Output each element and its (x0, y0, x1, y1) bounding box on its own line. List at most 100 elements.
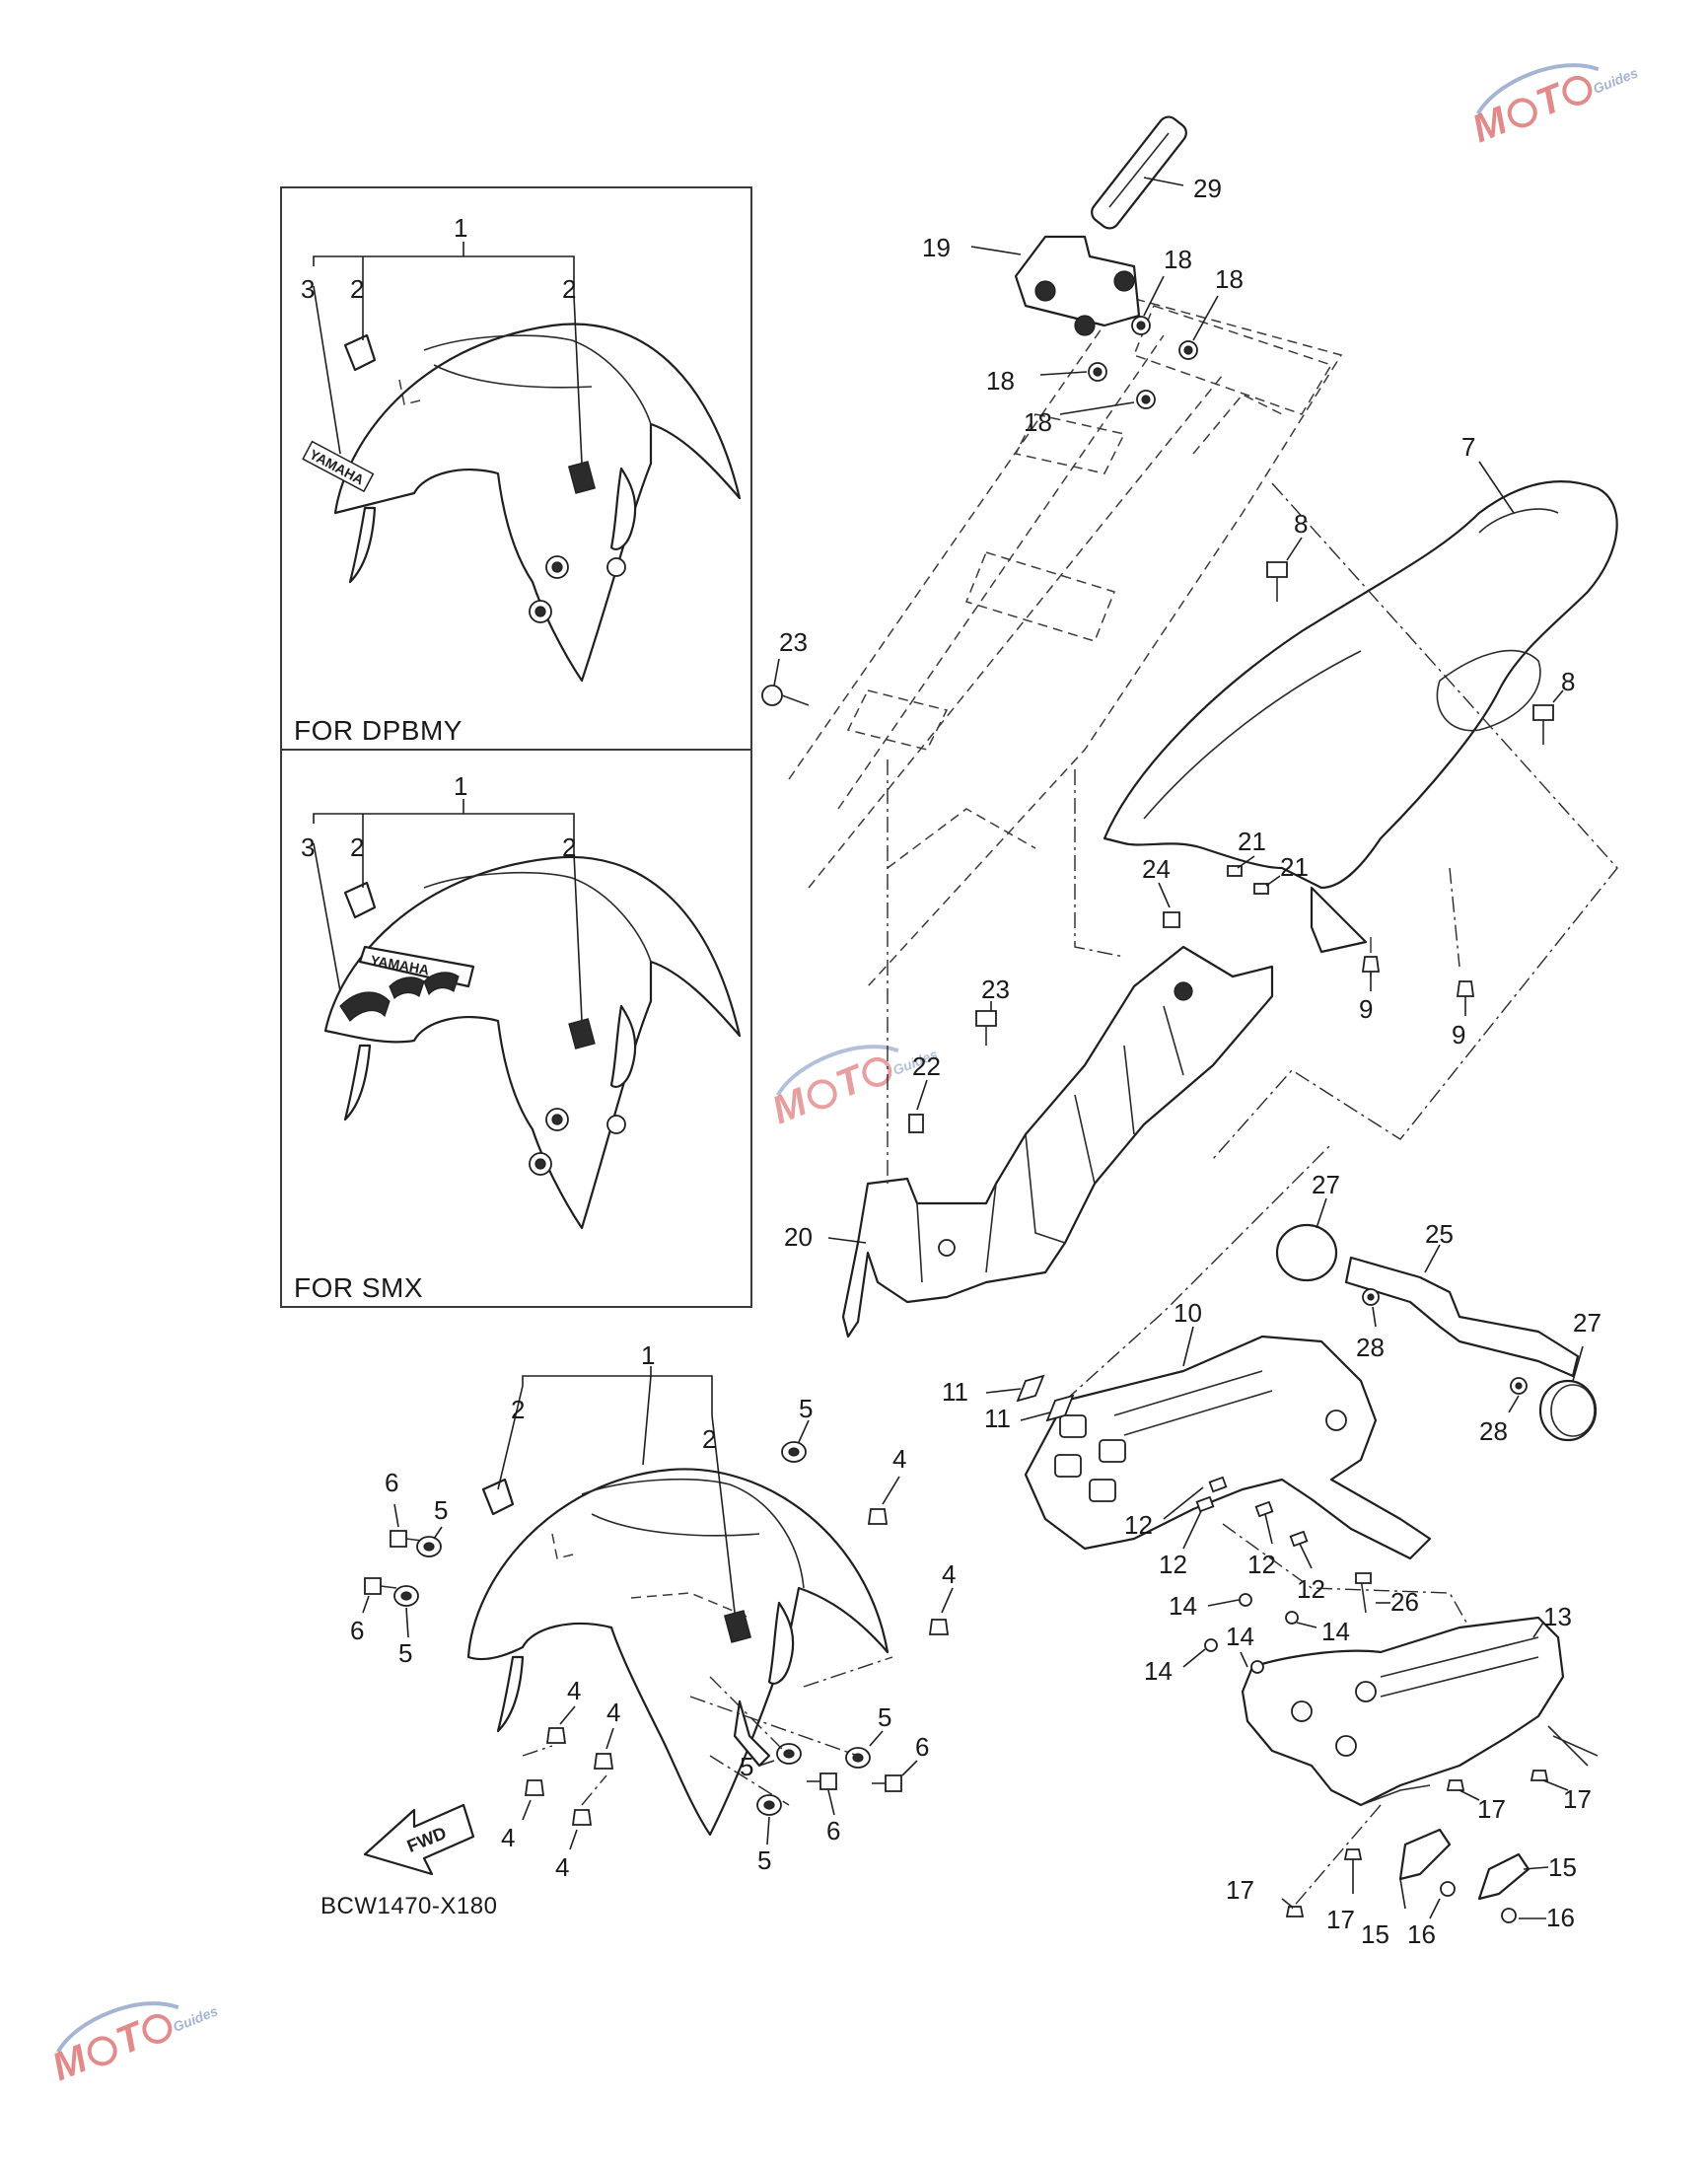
part-15-brackets: 15 15 (1361, 1828, 1577, 1949)
part-6-bolt: 6 (807, 1772, 840, 1845)
part-27-cap-left: 27 (1275, 1170, 1340, 1282)
callout-15: 15 (1361, 1919, 1389, 1949)
part-13-license-bracket: 13 (1241, 1602, 1599, 1807)
callout-20: 20 (784, 1222, 813, 1252)
callout-28: 28 (1479, 1416, 1508, 1446)
callout-7: 7 (1461, 432, 1475, 462)
callout-28: 28 (1356, 1333, 1385, 1362)
callout-12: 12 (1247, 1550, 1276, 1579)
callout-1: 1 (454, 213, 467, 243)
part-25-bracket: 25 (1344, 1219, 1580, 1378)
part-4-nut: 4 (593, 1698, 620, 1770)
callout-5: 5 (740, 1752, 753, 1781)
part-26-bolt: 26 (1355, 1572, 1419, 1617)
part-1-front-fender (466, 1468, 890, 1837)
callout-5: 5 (398, 1638, 412, 1668)
callout-29: 29 (1193, 174, 1222, 203)
callout-18: 18 (1164, 245, 1192, 274)
part-27-cap-right: 27 (1538, 1308, 1601, 1442)
part-28-collars: 28 28 (1356, 1288, 1528, 1446)
callout-14: 14 (1144, 1656, 1173, 1686)
inset-smx-fender: YAMAHA 1 3 2 2 FOR SMX (294, 771, 742, 1303)
reflector-decal (567, 461, 597, 494)
part-21-clips: 21 21 (1227, 827, 1309, 895)
callout-12: 12 (1124, 1510, 1153, 1540)
callout-18: 18 (1215, 264, 1244, 294)
callout-4: 4 (892, 1444, 906, 1474)
front-fender-callouts: 1 2 2 (497, 1340, 736, 1614)
callout-17: 17 (1477, 1794, 1506, 1824)
callout-24: 24 (1142, 854, 1171, 884)
part-8-bolt: 8 (1532, 667, 1575, 745)
part-24-bolt: 24 (1142, 854, 1180, 928)
callout-5: 5 (799, 1394, 813, 1423)
callout-17: 17 (1226, 1875, 1254, 1905)
callout-4: 4 (606, 1698, 620, 1727)
callout-1: 1 (641, 1340, 655, 1370)
callout-6: 6 (385, 1468, 398, 1497)
callout-18: 18 (1024, 407, 1052, 437)
part-10-rear-fender: 10 (1024, 1143, 1432, 1560)
callout-2: 2 (702, 1424, 716, 1454)
callout-4: 4 (555, 1852, 569, 1882)
callout-6: 6 (350, 1616, 364, 1645)
callout-21: 21 (1280, 852, 1309, 882)
part-4-nut: 4 (501, 1779, 545, 1852)
callout-4: 4 (567, 1676, 581, 1705)
callout-15: 15 (1548, 1852, 1577, 1882)
part-4-nut: 4 (928, 1559, 956, 1635)
inset-panel: YAMAHA 1 3 2 2 FOR DPBMY YAMAHA (280, 186, 752, 1308)
monster-claw-decal (339, 991, 391, 1022)
part-23-bolt-upper: 23 (761, 627, 810, 706)
callout-23: 23 (779, 627, 808, 657)
callout-27: 27 (1312, 1170, 1340, 1199)
callout-8: 8 (1294, 509, 1308, 539)
callout-2: 2 (350, 274, 364, 304)
callout-11: 11 (942, 1377, 968, 1407)
callout-6: 6 (826, 1816, 840, 1845)
part-11-reflectors: 11 11 (942, 1374, 1075, 1433)
part-12-clips: 12 12 12 12 (1124, 1476, 1470, 1628)
front-fender-fasteners: 5 4 4 6 5 6 (350, 1394, 956, 1882)
part-5-damper: 5 (416, 1495, 448, 1557)
callout-16: 16 (1546, 1903, 1575, 1932)
callout-17: 17 (1326, 1905, 1355, 1934)
callout-12: 12 (1159, 1550, 1187, 1579)
part-6-bolt: 6 (350, 1577, 397, 1645)
callout-13: 13 (1543, 1602, 1572, 1631)
callout-27: 27 (1573, 1308, 1601, 1338)
part-5-damper: 5 (740, 1743, 802, 1781)
callout-16: 16 (1407, 1919, 1436, 1949)
callout-14: 14 (1321, 1617, 1350, 1646)
part-22-nut: 22 (908, 1051, 941, 1133)
callout-9: 9 (1359, 994, 1373, 1024)
part-4-nut: 4 (545, 1676, 581, 1744)
inset-frame (280, 186, 752, 1308)
callout-21: 21 (1238, 827, 1266, 856)
part-6-bolt: 6 (872, 1732, 929, 1792)
drawing-code: BCW1470-X180 (320, 1893, 497, 1919)
part-9-screw: 9 (1452, 980, 1475, 1049)
callout-5: 5 (878, 1702, 891, 1732)
part-14-nuts: 14 14 14 14 (1144, 1591, 1350, 1686)
callout-3: 3 (301, 832, 315, 862)
watermark-logo-top-right: M T Guides (1466, 63, 1640, 151)
part-4-nut: 4 (867, 1444, 906, 1525)
part-5-damper: 5 (393, 1585, 419, 1668)
callout-2: 2 (562, 832, 576, 862)
callout-26: 26 (1390, 1587, 1419, 1617)
callout-14: 14 (1169, 1591, 1197, 1621)
fwd-direction-arrow: FWD (363, 1803, 475, 1876)
part-23-bolt-lower: 23 (975, 975, 1010, 1046)
callout-1: 1 (454, 771, 467, 801)
part-5-damper: 5 (781, 1394, 813, 1463)
svg-text:M: M (1466, 98, 1515, 151)
callout-9: 9 (1452, 1020, 1465, 1049)
callout-4: 4 (942, 1559, 956, 1589)
svg-text:M: M (46, 2036, 95, 2089)
callout-5: 5 (757, 1845, 771, 1875)
callout-5: 5 (434, 1495, 448, 1525)
rear-subframe-hidden (788, 295, 1343, 987)
callout-3: 3 (301, 274, 315, 304)
